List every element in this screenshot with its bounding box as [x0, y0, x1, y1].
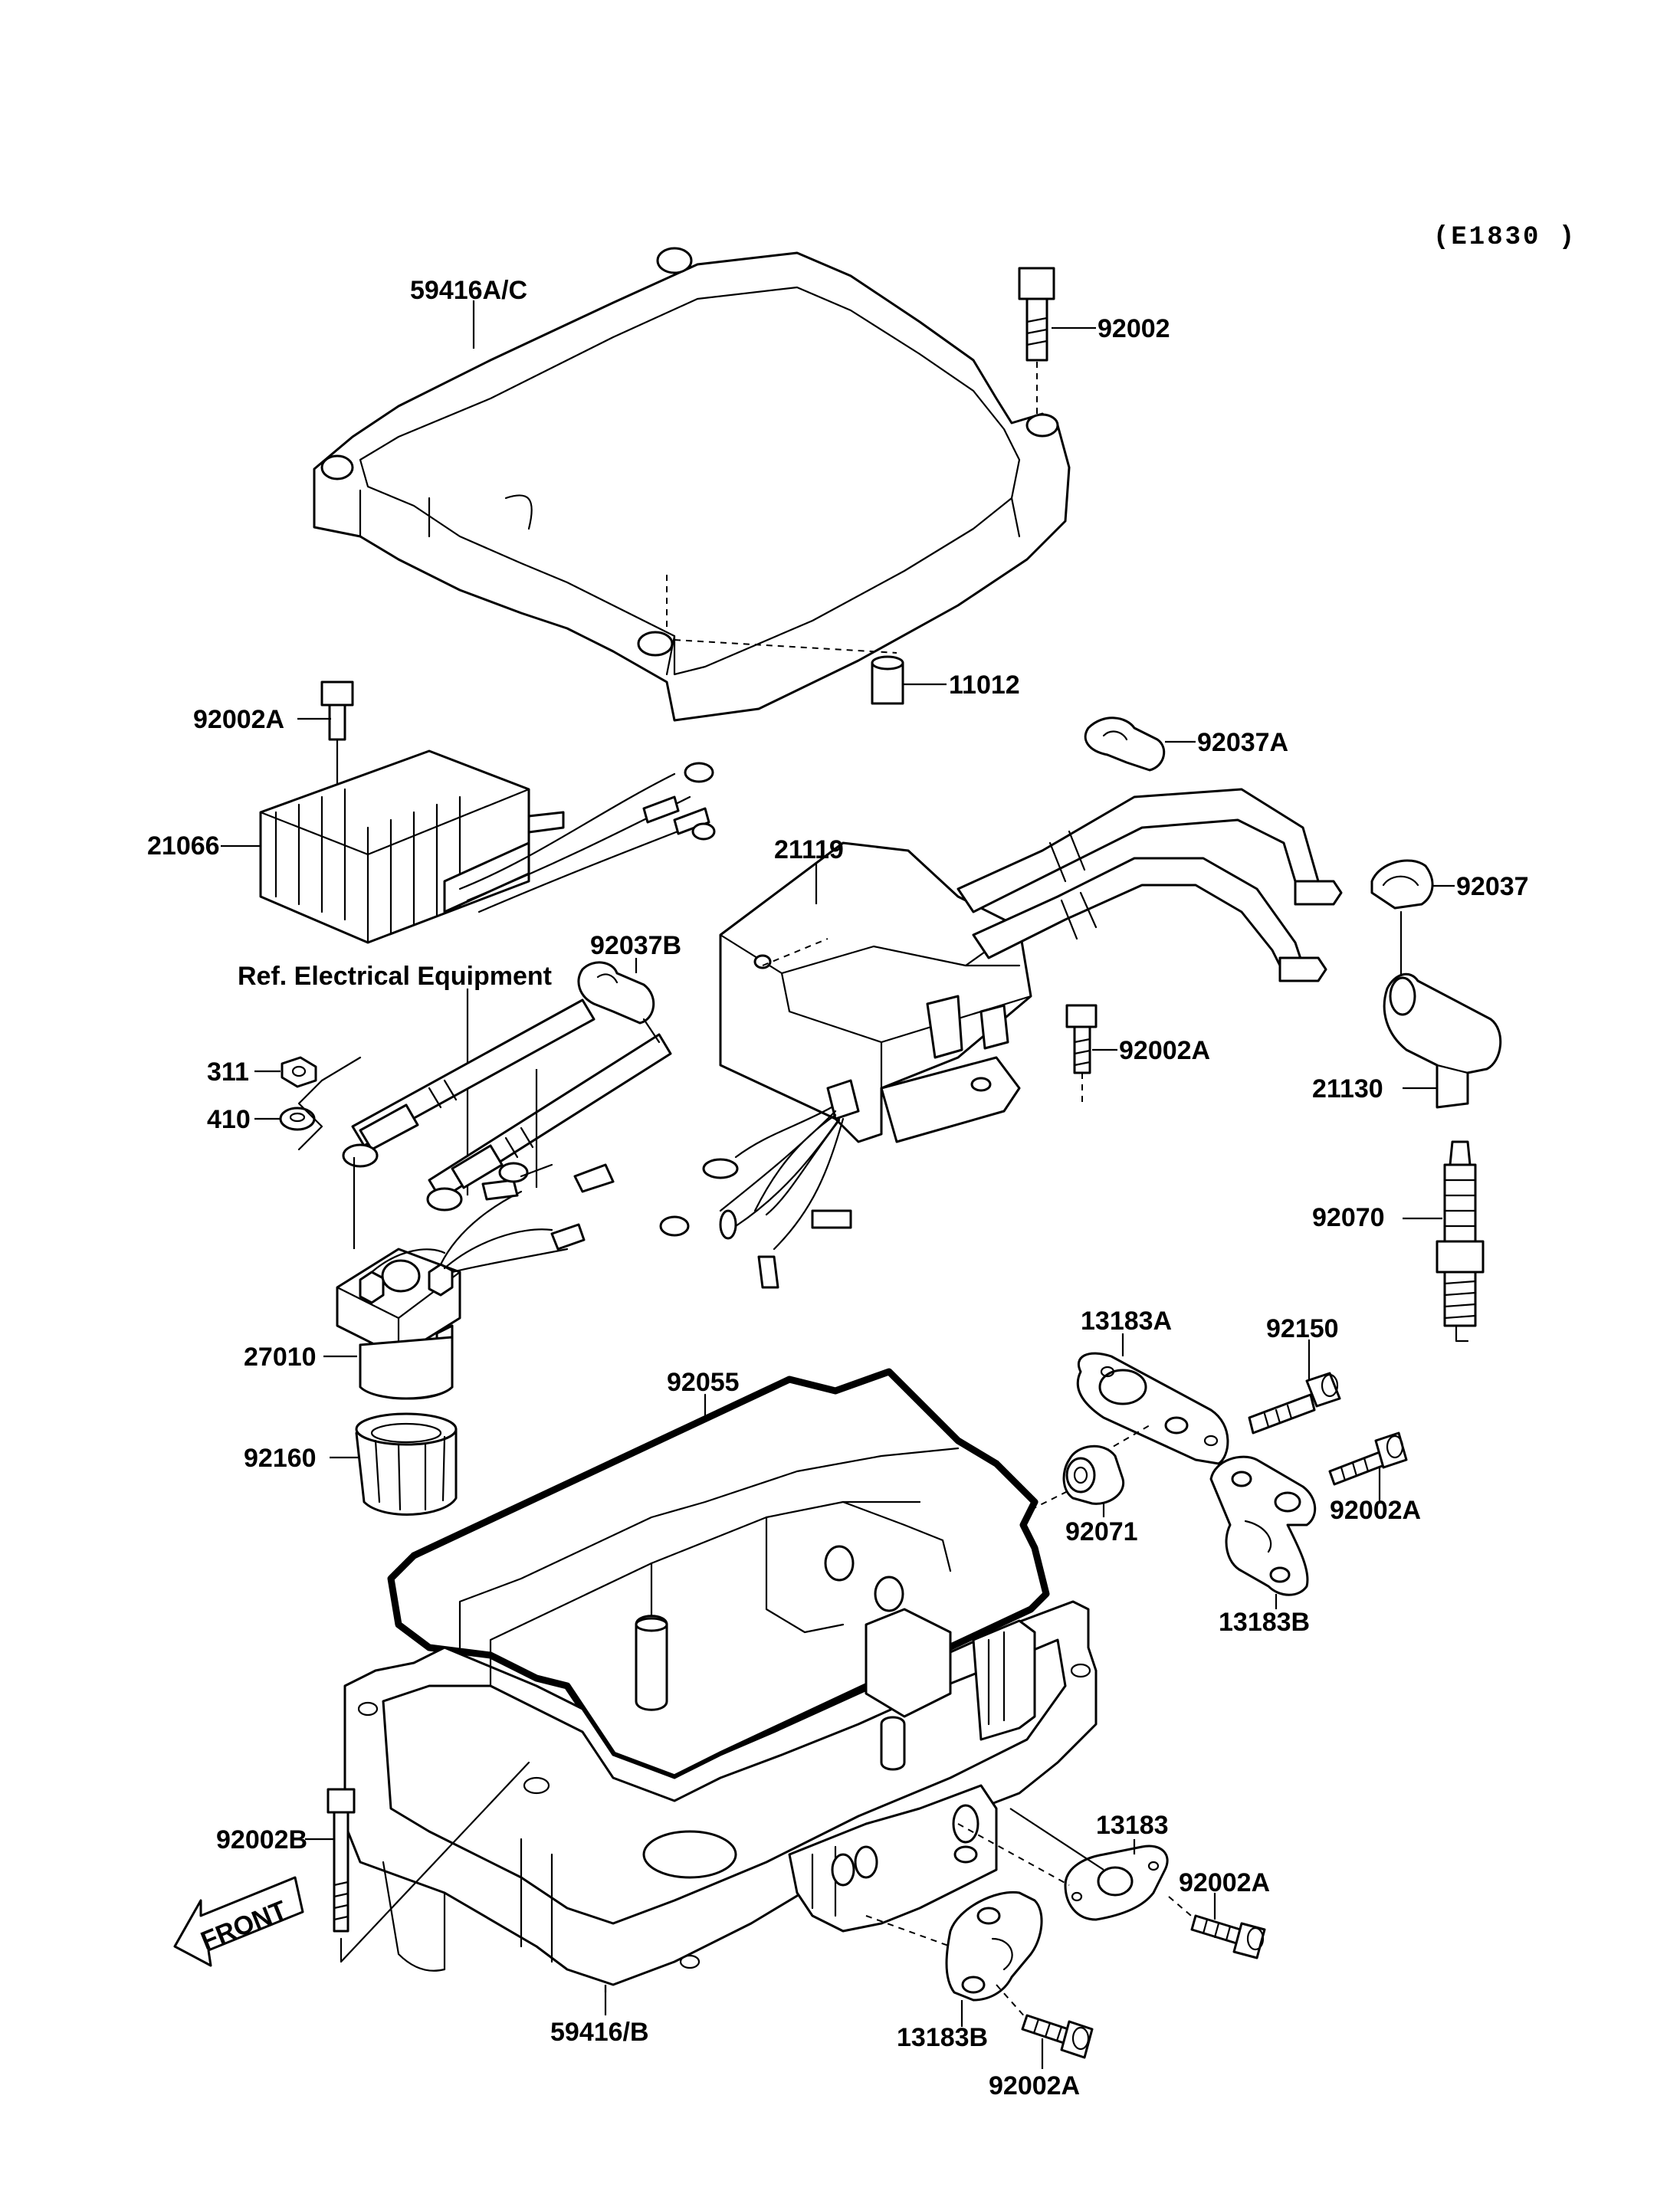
ignition-coil-21119: 21119 [659, 788, 1343, 1289]
label-92002a-bracket: 92002A [1330, 1496, 1421, 1525]
damper-92160: 92160 [244, 1412, 458, 1516]
gasket-92055: 92055 [387, 1368, 1050, 1782]
label-21066: 21066 [147, 831, 220, 861]
plate-13183: 13183 [957, 1808, 1169, 1921]
label-92037: 92037 [1456, 872, 1529, 901]
label-92037a: 92037A [1197, 728, 1288, 757]
bolt-92002a-lower: 92002A [989, 1984, 1094, 2100]
clamp-92037a: 92037A [1084, 716, 1288, 772]
label-92002a-coil: 92002A [1119, 1036, 1210, 1065]
bracket-plate-13183a: 13183A [1076, 1307, 1229, 1465]
label-13183b-right: 13183B [1219, 1608, 1310, 1637]
bracket-13183b-lower: 13183B [865, 1890, 1043, 2052]
label-92002a-plate: 92002A [1179, 1868, 1270, 1897]
label-311: 311 [207, 1058, 249, 1087]
label-13183: 13183 [1096, 1811, 1169, 1840]
clamp-92037: 92037 [1370, 859, 1529, 910]
label-92150: 92150 [1266, 1314, 1339, 1343]
label-13183b-lower: 13183B [897, 2023, 988, 2052]
front-arrow: FRONT [173, 1876, 304, 1967]
collar-11012: 11012 [871, 655, 1020, 705]
spark-cap-21130: 21130 [1312, 910, 1502, 1109]
label-13183a: 13183A [1081, 1307, 1172, 1336]
regulator-21066: 92002A 21066 [147, 680, 716, 944]
starter-relay-27010: 27010 [244, 1157, 615, 1400]
label-21130: 21130 [1312, 1074, 1383, 1103]
label-410: 410 [207, 1105, 251, 1134]
label-92070: 92070 [1312, 1203, 1385, 1232]
label-92002a-lower: 92002A [989, 2071, 1080, 2100]
bolt-92002b: 92002B [216, 1761, 530, 1963]
bolt-92002a-coil: 92002A [1065, 1004, 1210, 1103]
label-92055: 92055 [667, 1368, 740, 1397]
label-92037b: 92037B [590, 931, 681, 960]
cover-59416a-c: 59416A/C [313, 247, 1071, 722]
label-59416a-c: 59416A/C [410, 276, 527, 305]
label-92071: 92071 [1065, 1517, 1138, 1546]
label-92002b: 92002B [216, 1825, 307, 1854]
battery-cables: Ref. Electrical Equipment 92037B 311 410 [207, 931, 681, 1212]
label-92002: 92002 [1098, 314, 1170, 343]
label-92002a-top: 92002A [193, 705, 284, 734]
spark-plug-92070: 92070 [1312, 1140, 1485, 1343]
reference-note: Ref. Electrical Equipment [238, 962, 552, 991]
label-92160: 92160 [244, 1444, 317, 1473]
bolt-92002: 92002 [1018, 267, 1170, 418]
label-27010: 27010 [244, 1343, 317, 1372]
spacer-92071: 92071 [1030, 1444, 1138, 1546]
diagram-code: (E1830 ) [1433, 223, 1577, 252]
case-59416b: 59416/B [343, 1447, 1098, 2047]
bracket-13183b-right: 13183B [1209, 1455, 1317, 1637]
label-11012: 11012 [949, 671, 1020, 700]
label-21119: 21119 [774, 835, 844, 864]
label-59416-b: 59416/B [550, 2018, 649, 2047]
bolt-92150: 92150 [1248, 1314, 1341, 1435]
bolt-92002a-bracket: 92002A [1328, 1431, 1421, 1525]
bolt-92002a-plate: 92002A [1168, 1868, 1270, 1959]
